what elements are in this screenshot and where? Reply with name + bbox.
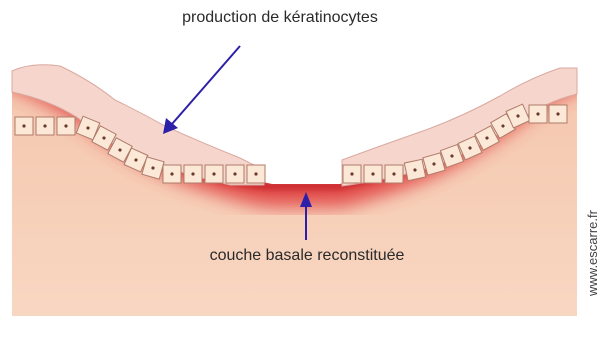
keratinocyte-cell	[36, 117, 54, 135]
keratinocyte-cell	[163, 165, 181, 183]
keratinocyte-cell	[364, 165, 382, 183]
keratinocyte-cell	[247, 165, 265, 183]
keratinocyte-cell	[549, 105, 567, 123]
keratinocyte-cell	[15, 117, 33, 135]
keratinocyte-cell	[184, 165, 202, 183]
keratinocyte-cell	[385, 165, 403, 183]
keratinocyte-cell	[529, 105, 547, 123]
keratinocyte-cell	[205, 165, 223, 183]
keratinocyte-cell	[404, 159, 425, 180]
arrow-top	[163, 46, 240, 134]
keratinocyte-cell	[343, 165, 361, 183]
watermark: www.escarre.fr	[585, 210, 600, 296]
keratinocyte-cell	[57, 117, 75, 135]
keratinocyte-cell	[226, 165, 244, 183]
label-basal-layer: couche basale reconstituée	[0, 247, 614, 265]
label-keratinocyte-production: production de kératinocytes	[0, 9, 560, 27]
